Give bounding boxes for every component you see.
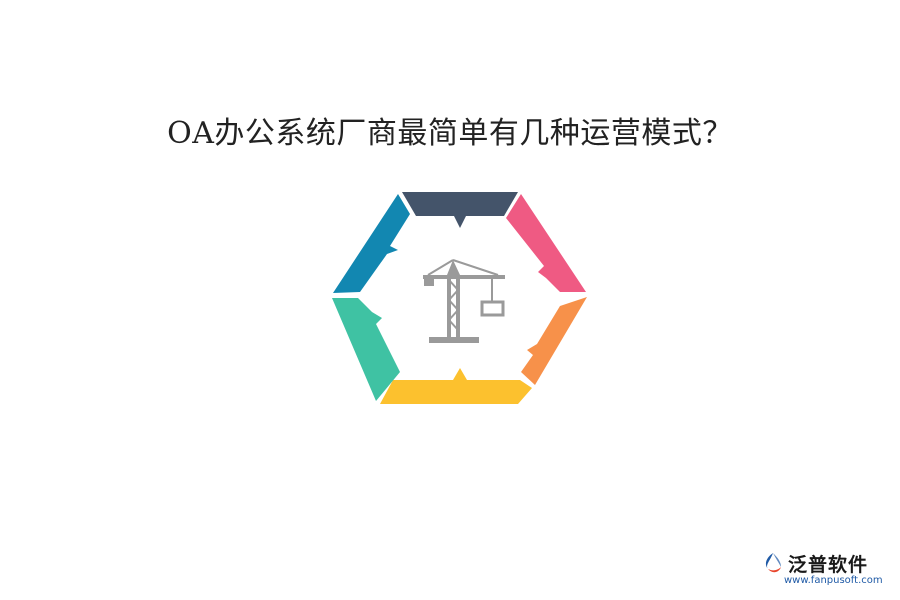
segment-upper-right (506, 194, 586, 292)
brand-url: www.fanpusoft.com (784, 575, 883, 586)
brand-name: 泛普软件 (788, 554, 869, 576)
segment-top (402, 192, 518, 228)
fanpu-logo-icon (765, 553, 781, 573)
segment-lower-left (332, 298, 400, 401)
brand-watermark: 泛普软件 www.fanpusoft.com (758, 548, 888, 592)
hexagon-cycle-diagram (332, 192, 587, 404)
segment-upper-left (333, 194, 410, 293)
page-title: OA办公系统厂商最简单有几种运营模式？ (167, 116, 733, 151)
segment-lower-right (521, 297, 587, 385)
crane-icon (423, 259, 505, 343)
segment-bottom (380, 368, 532, 404)
